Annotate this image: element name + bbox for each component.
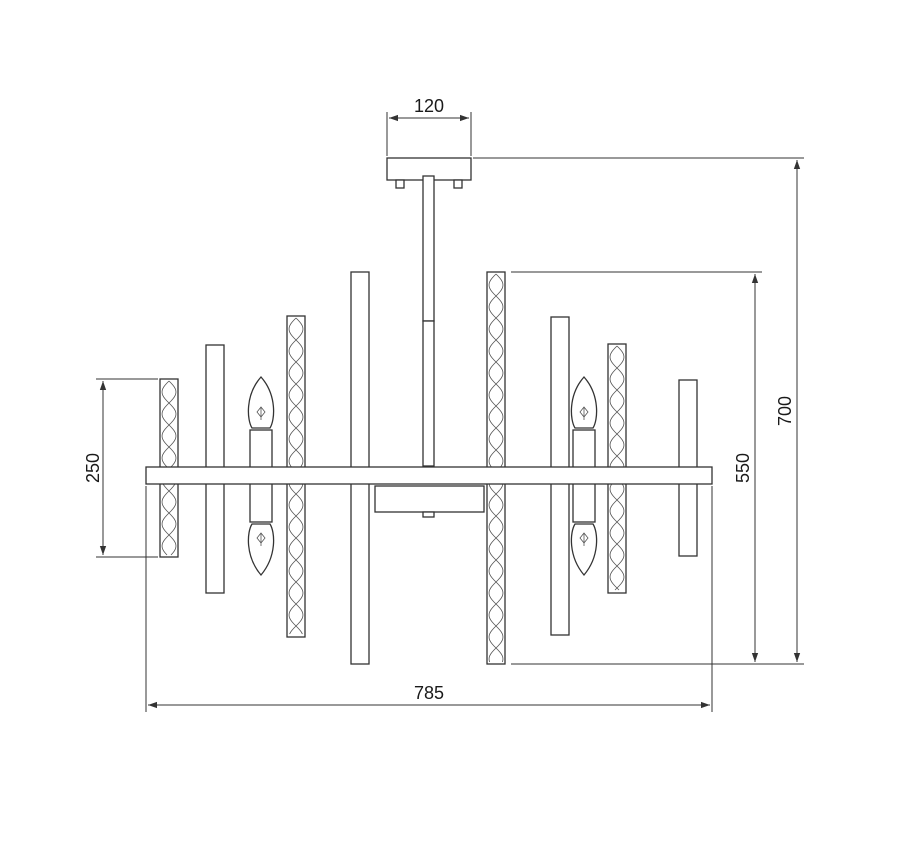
center-housing: [374, 485, 485, 518]
dimension-body-height: 550: [511, 271, 762, 665]
total-height-label: 700: [775, 396, 795, 426]
dimension-short-bar-height: 250: [83, 378, 158, 558]
canopy: [386, 157, 472, 189]
short-bar-height-label: 250: [83, 453, 103, 483]
dimension-total-width: 785: [145, 486, 713, 712]
candle-lamps: [247, 376, 598, 577]
candle-lamp-pair: [570, 376, 598, 577]
dimension-total-height: 700: [473, 157, 804, 665]
dimension-canopy-width: 120: [386, 96, 472, 156]
canopy-width-label: 120: [414, 96, 444, 116]
horizontal-arm: [145, 466, 713, 485]
total-width-label: 785: [414, 683, 444, 703]
candle-lamp-pair: [247, 376, 275, 577]
body-height-label: 550: [733, 453, 753, 483]
suspension-rod: [422, 175, 435, 467]
